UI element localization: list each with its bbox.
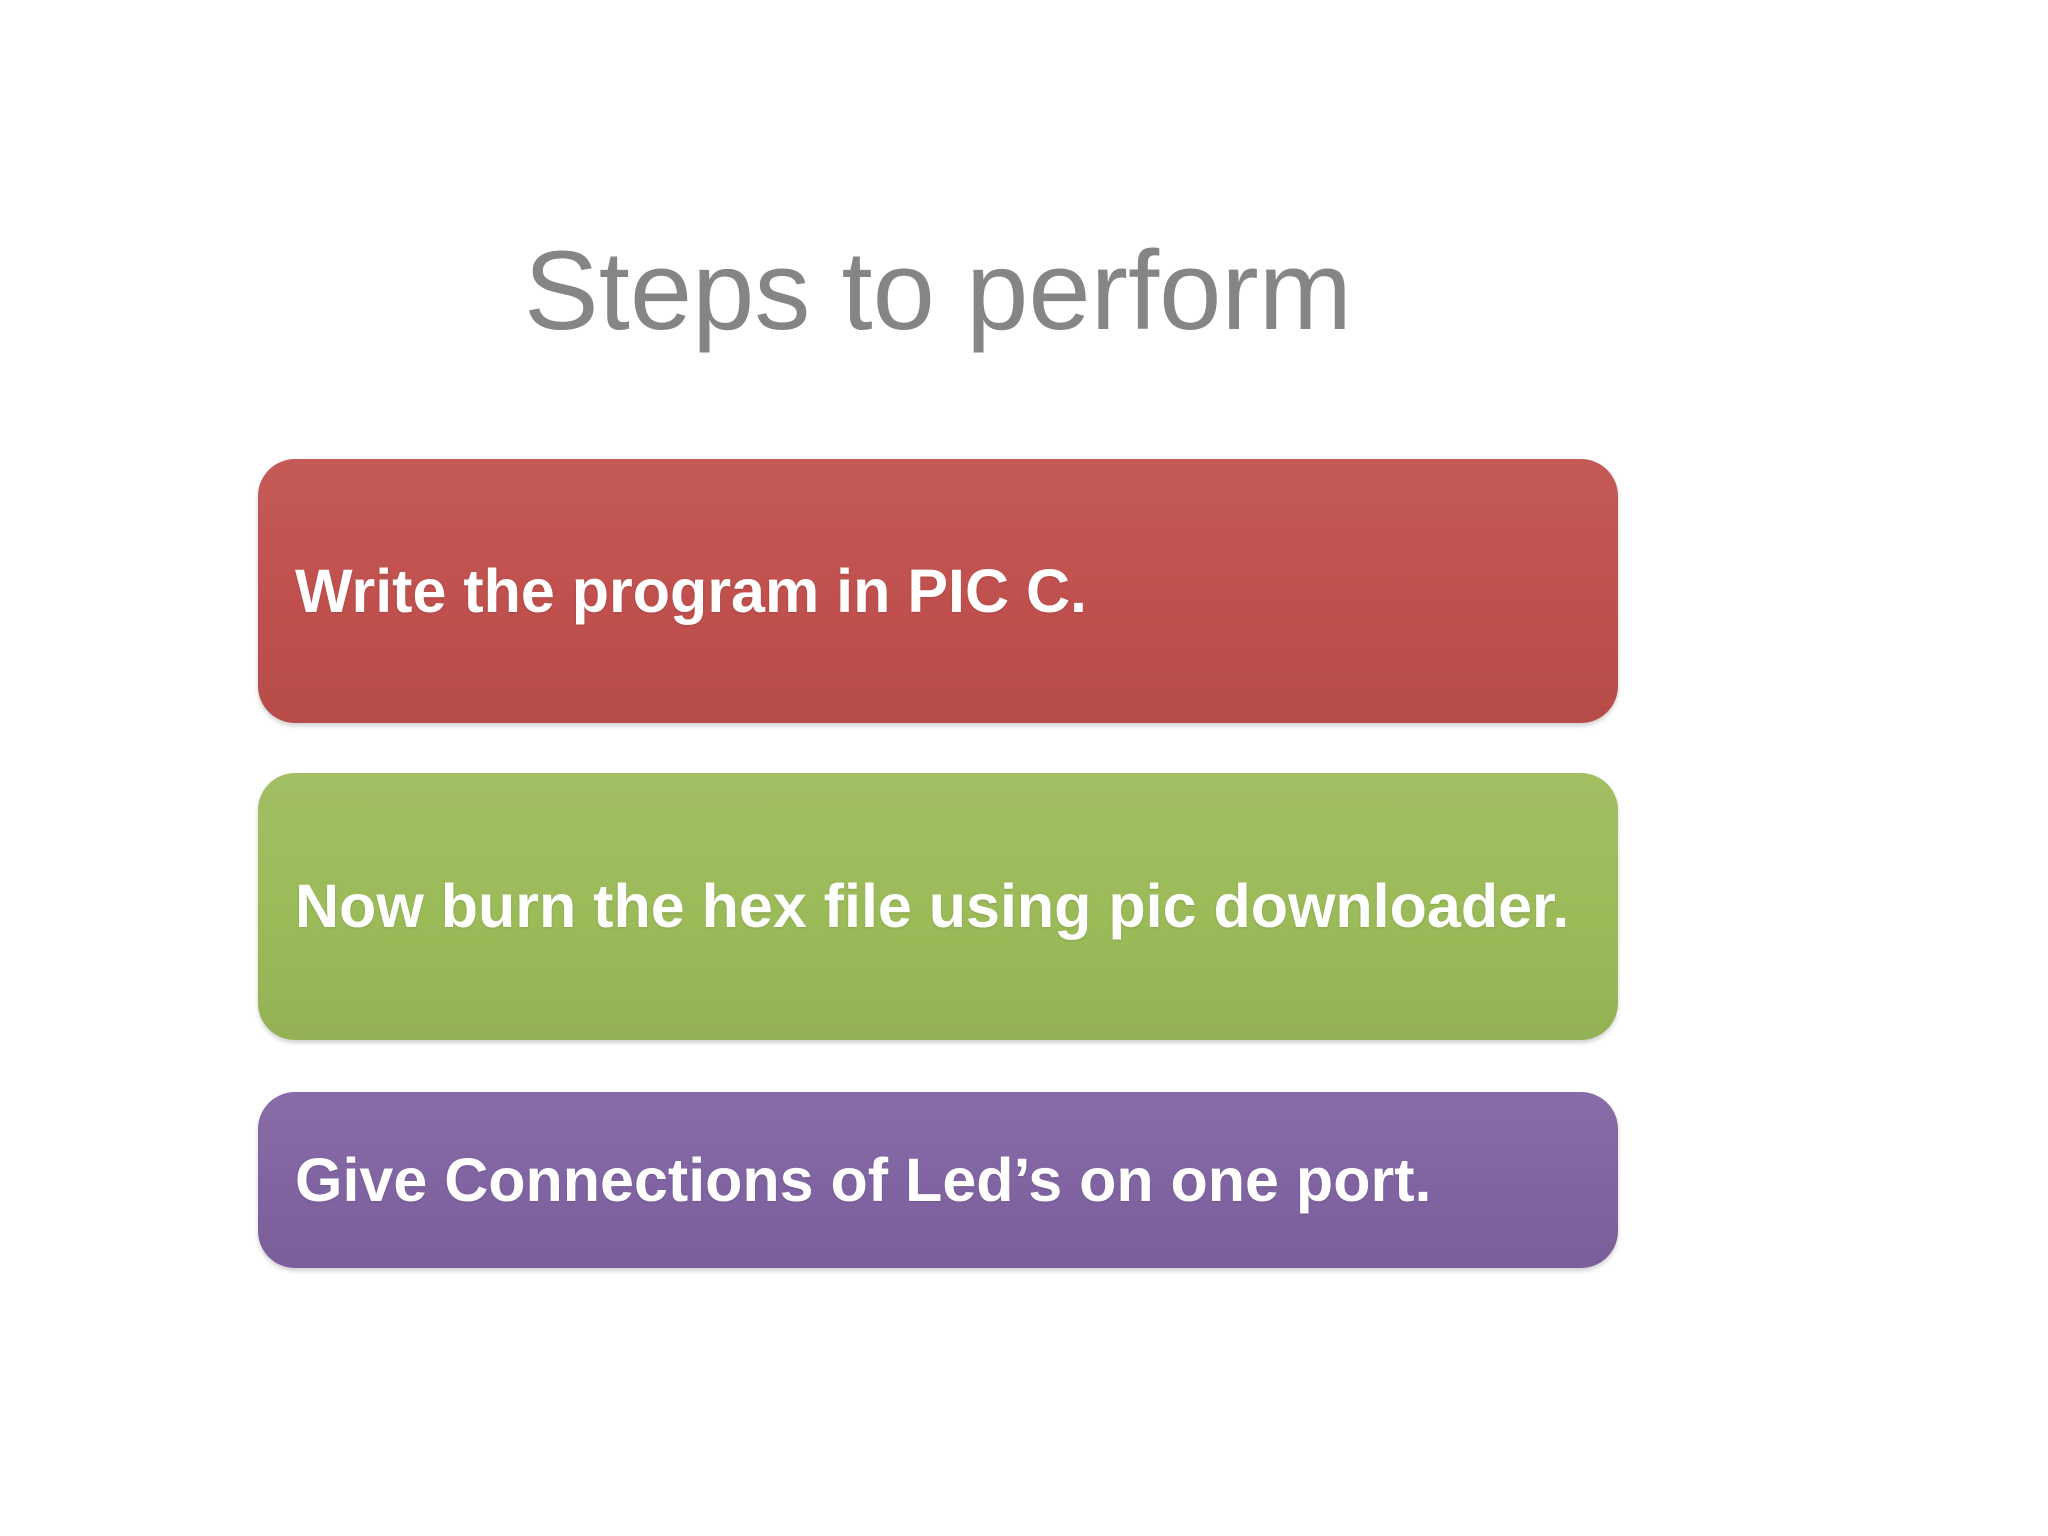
slide-title: Steps to perform [524,228,1352,354]
step-box-write-program: Write the program in PIC C. [258,459,1618,723]
step-box-led-connections: Give Connections of Led’s on one port. [258,1092,1618,1268]
step-box-burn-hex-file: Now burn the hex file using pic download… [258,773,1618,1040]
step-label: Give Connections of Led’s on one port. [295,1145,1432,1214]
step-label: Write the program in PIC C. [295,556,1087,625]
step-label: Now burn the hex file using pic download… [295,872,1570,941]
